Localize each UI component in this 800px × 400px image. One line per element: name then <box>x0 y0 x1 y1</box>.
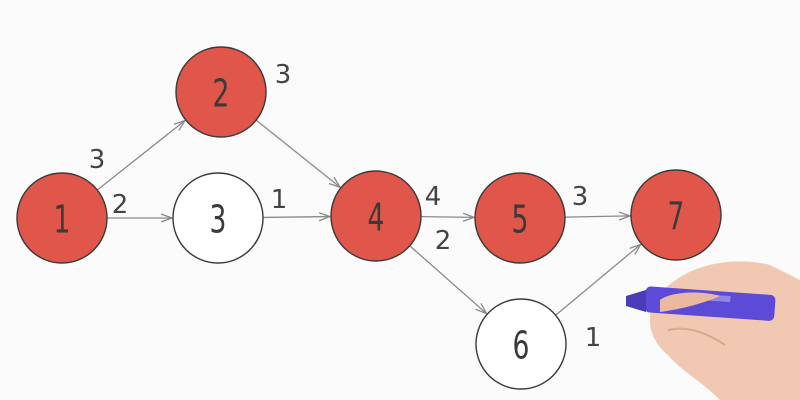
node-6[interactable]: 6 <box>475 298 567 390</box>
node-7[interactable]: 7 <box>630 169 722 261</box>
edge-weight-label: 4 <box>425 182 442 212</box>
node-circle <box>175 46 267 138</box>
node-label: 6 <box>513 324 530 368</box>
edge-6-7 <box>555 244 641 316</box>
node-label: 5 <box>512 198 529 242</box>
edge-1-2 <box>96 121 185 191</box>
edge-weight-label: 3 <box>275 60 292 90</box>
hand-icon <box>649 261 800 400</box>
edge-weight-label: 2 <box>435 226 452 256</box>
edge-5-7 <box>564 216 630 217</box>
node-2[interactable]: 2 <box>175 46 267 138</box>
node-circle <box>330 170 422 262</box>
edge-weight-label: 3 <box>572 182 589 212</box>
node-label: 3 <box>210 198 227 242</box>
edge-weight-label: 2 <box>112 190 129 220</box>
node-label: 1 <box>54 198 71 242</box>
node-circle <box>16 172 108 264</box>
edge-2-4 <box>255 119 340 187</box>
node-label: 4 <box>368 196 385 240</box>
node-4[interactable]: 4 <box>330 170 422 262</box>
node-circle <box>475 298 567 390</box>
edge-3-4 <box>262 217 330 218</box>
hand-with-marker <box>626 261 800 400</box>
edge-weight-label: 1 <box>585 323 602 353</box>
node-circle <box>474 172 566 264</box>
node-label: 2 <box>213 72 230 116</box>
node-label: 7 <box>668 195 685 239</box>
edge-weight-label: 3 <box>89 145 106 175</box>
node-1[interactable]: 1 <box>16 172 108 264</box>
edge-4-5 <box>420 217 474 218</box>
node-5[interactable]: 5 <box>474 172 566 264</box>
edge-4-6 <box>409 245 487 314</box>
node-circle <box>172 172 264 264</box>
node-circle <box>630 169 722 261</box>
edge-weight-label: 1 <box>271 185 288 215</box>
node-3[interactable]: 3 <box>172 172 264 264</box>
